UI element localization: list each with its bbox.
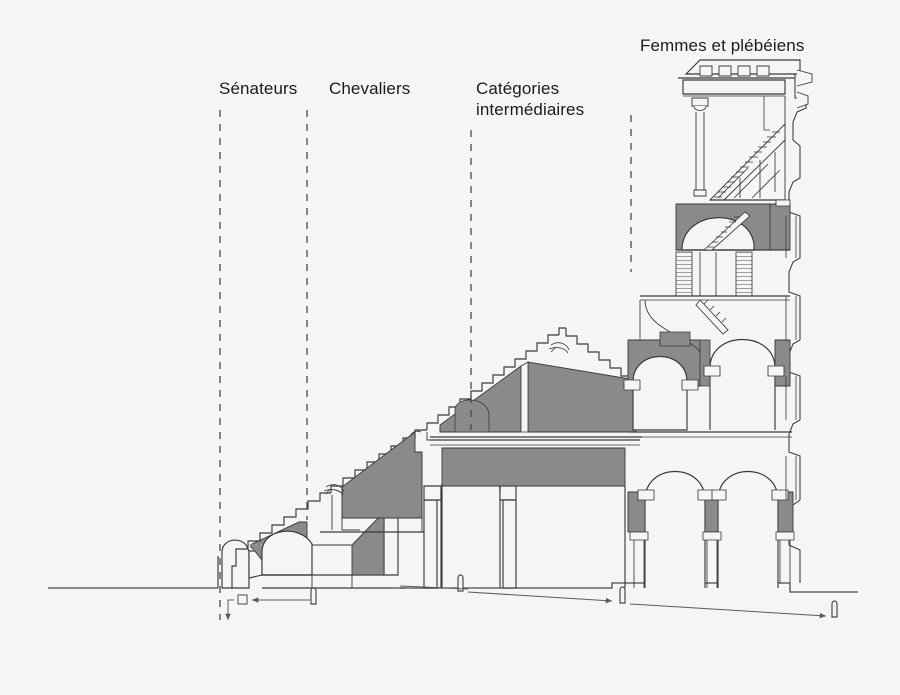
summa-cavea-intermediate (409, 327, 642, 441)
arcade-tier-2 (623, 299, 792, 438)
scale-and-sightlines (225, 574, 838, 620)
mid-stairs (640, 251, 790, 301)
label-femmes-et-plebeiens: Femmes et plébéiens (640, 36, 805, 55)
timber-stair-upper (708, 122, 786, 201)
arcade-ground-tier (423, 439, 640, 589)
upper-gallery-women-plebeians (623, 59, 813, 588)
engaged-columns-facade (785, 216, 797, 500)
arena-marker (237, 594, 248, 605)
arcade-tier-1 (627, 470, 795, 588)
figure-arena (310, 587, 317, 605)
label-senateurs: Sénateurs (219, 79, 298, 98)
arcade-tier-3 (675, 199, 791, 297)
label-categories-intermediaires: Catégories intermédiaires (476, 79, 585, 119)
ima-cavea-senators (221, 492, 406, 589)
figure-outer (831, 600, 838, 618)
label-chevaliers: Chevaliers (329, 79, 411, 98)
figure-mid (619, 586, 626, 604)
zone-dividers (219, 110, 632, 620)
media-cavea-equestrians (320, 429, 430, 533)
